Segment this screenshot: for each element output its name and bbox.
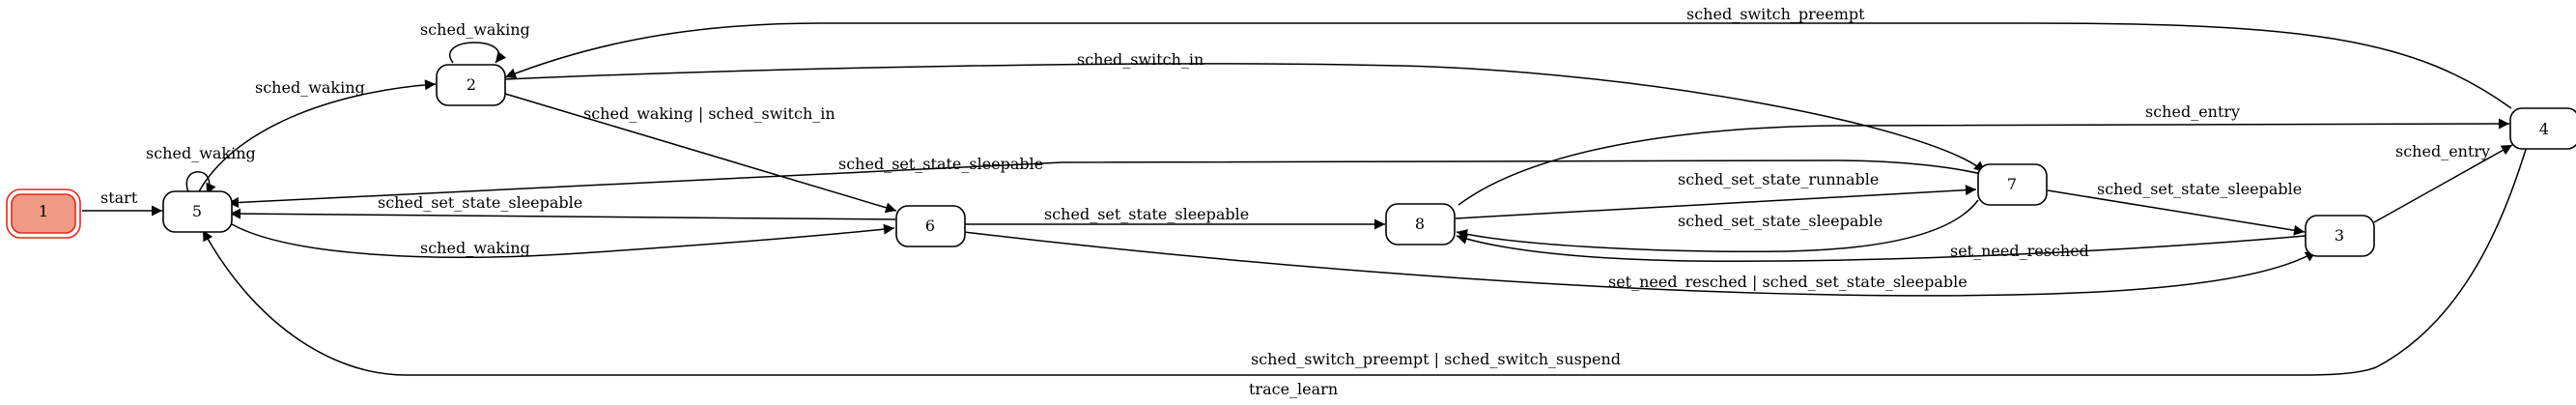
edge-3-to-8 — [1456, 234, 2307, 262]
edge-2-to-2 — [449, 42, 507, 64]
edge-label-4-to-2: sched_switch_preempt — [1686, 5, 1865, 23]
states: 1 2 3 4 5 6 7 8 — [6, 64, 2576, 257]
edge-label-3-to-4: sched_entry — [2395, 142, 2490, 160]
state-5-label: 5 — [192, 202, 202, 220]
edge-5-to-6 — [231, 223, 895, 258]
state-2-label: 2 — [467, 75, 476, 94]
state-6-label: 6 — [925, 217, 935, 235]
edge-label-5-to-5: sched_waking — [146, 144, 256, 162]
edge-label-8-to-7: sched_set_state_runnable — [1678, 170, 1879, 188]
edge-labels: start sched_waking sched_waking sched_wa… — [100, 5, 2490, 368]
edge-7-to-8 — [1456, 199, 1979, 252]
state-7-label: 7 — [2007, 175, 2017, 193]
edge-8-to-4 — [1458, 118, 2510, 206]
state-6[interactable]: 6 — [895, 205, 966, 247]
edge-label-3-to-8: set_need_resched — [1950, 242, 2089, 260]
edge-label-6-to-3: set_need_resched | sched_set_state_sleep… — [1608, 273, 1967, 291]
state-4[interactable]: 4 — [2509, 107, 2576, 150]
edge-label-5-to-6: sched_waking — [420, 239, 530, 257]
edge-4-to-2 — [504, 22, 2512, 109]
edge-5-to-5 — [185, 171, 216, 195]
state-4-label: 4 — [2539, 120, 2549, 138]
state-3-label: 3 — [2335, 226, 2344, 245]
state-1[interactable]: 1 — [6, 188, 81, 239]
edge-4-to-5 — [202, 139, 2530, 376]
edge-label-2-to-6: sched_waking | sched_switch_in — [583, 104, 835, 123]
edge-5-to-2 — [197, 79, 437, 194]
start-label: start — [100, 188, 138, 207]
edge-6-to-3 — [963, 231, 2317, 297]
edge-2-to-6 — [504, 93, 897, 214]
edge-label-2-to-7: sched_switch_in — [1077, 50, 1203, 69]
edges — [82, 22, 2530, 376]
edge-label-2-to-2: sched_waking — [420, 20, 530, 39]
graph-caption: trace_learn — [1249, 380, 1338, 398]
edge-3-to-4 — [2373, 144, 2513, 223]
state-1-label: 1 — [39, 202, 48, 220]
edge-label-6-to-5: sched_set_state_sleepable — [378, 193, 582, 212]
edge-7-to-3 — [2047, 189, 2306, 236]
edge-label-8-to-4: sched_entry — [2145, 102, 2240, 121]
edge-label-5-to-2: sched_waking — [255, 78, 365, 97]
state-7[interactable]: 7 — [1977, 163, 2048, 206]
edge-8-to-7 — [1455, 185, 1977, 219]
edge-label-4-to-5: sched_switch_preempt | sched_switch_susp… — [1251, 350, 1621, 368]
edge-label-7-to-8: sched_set_state_sleepable — [1678, 212, 1882, 230]
state-5[interactable]: 5 — [162, 190, 233, 233]
edge-label-6-to-8: sched_set_state_sleepable — [1044, 205, 1249, 223]
edge-6-to-5 — [229, 208, 896, 220]
edge-2-to-7 — [504, 63, 1986, 173]
state-8[interactable]: 8 — [1385, 203, 1456, 246]
state-3[interactable]: 3 — [2305, 215, 2375, 257]
state-8-label: 8 — [1415, 215, 1425, 233]
state-2[interactable]: 2 — [436, 64, 506, 106]
edge-label-7-to-3: sched_set_state_sleepable — [2097, 180, 2302, 198]
edge-label-7-to-5: sched_set_state_sleepable — [838, 155, 1043, 173]
